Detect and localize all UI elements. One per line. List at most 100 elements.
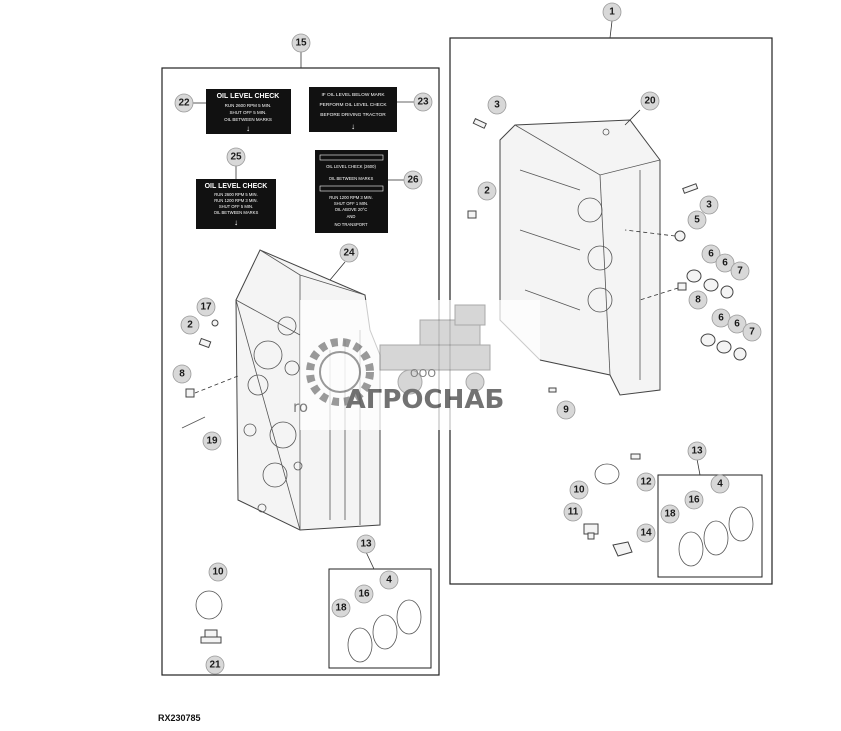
svg-text:RUN 2600 RPM 5 MIN.: RUN 2600 RPM 5 MIN.	[214, 192, 258, 197]
callout-8-right[interactable]: 8	[688, 290, 708, 310]
svg-text:↓: ↓	[351, 122, 355, 131]
svg-text:10: 10	[212, 567, 224, 578]
svg-text:6: 6	[722, 258, 728, 269]
callout-13-left[interactable]: 13	[356, 534, 376, 554]
part-3-right	[682, 183, 699, 194]
callout-20[interactable]: 20	[640, 91, 660, 111]
svg-text:SHUT OFF 1 MIN.: SHUT OFF 1 MIN.	[334, 201, 368, 206]
part-11	[583, 523, 599, 540]
svg-text:23: 23	[417, 97, 429, 108]
svg-text:12: 12	[640, 477, 652, 488]
svg-text:SHUT OFF 5 MIN.: SHUT OFF 5 MIN.	[219, 204, 253, 209]
callout-10-left[interactable]: 10	[208, 562, 228, 582]
svg-text:10: 10	[573, 485, 585, 496]
part-21	[200, 629, 222, 644]
callout-19[interactable]: 19	[202, 431, 222, 451]
part-14	[612, 541, 633, 557]
callout-6-d[interactable]: 6	[727, 314, 747, 334]
svg-text:OIL BETWEEN MARKS: OIL BETWEEN MARKS	[224, 117, 272, 122]
callout-14[interactable]: 14	[636, 523, 656, 543]
callout-18-right[interactable]: 18	[660, 504, 680, 524]
decal-23: IF OIL LEVEL BELOW MARK PERFORM OIL LEVE…	[309, 87, 397, 132]
kit-13-left-frame	[328, 568, 432, 669]
gaskets-right	[678, 506, 754, 567]
bushings-upper	[686, 269, 734, 299]
part-2-left	[198, 337, 212, 349]
callout-16-left[interactable]: 16	[354, 584, 374, 604]
part-9	[548, 387, 557, 393]
svg-text:OIL BETWEEN MARKS: OIL BETWEEN MARKS	[329, 176, 374, 181]
callout-2-right[interactable]: 2	[477, 181, 497, 201]
svg-text:ro: ro	[293, 398, 308, 416]
callout-26[interactable]: 26	[403, 170, 423, 190]
callout-6-b[interactable]: 6	[715, 253, 735, 273]
part-8-right	[677, 282, 687, 291]
figure-reference: RX230785	[158, 713, 201, 723]
callout-4-right[interactable]: 4	[710, 474, 730, 494]
svg-text:14: 14	[640, 528, 652, 539]
svg-text:OIL LEVEL CHECK: OIL LEVEL CHECK	[205, 183, 268, 190]
svg-text:13: 13	[691, 446, 703, 457]
part-17	[211, 319, 219, 327]
callout-15[interactable]: 15	[291, 33, 311, 53]
decal-22: OIL LEVEL CHECK RUN 2600 RPM 5 MIN. SHUT…	[206, 89, 291, 134]
svg-text:SHUT OFF 5 MIN.: SHUT OFF 5 MIN.	[230, 110, 267, 115]
svg-text:24: 24	[343, 248, 355, 259]
svg-text:25: 25	[230, 152, 242, 163]
svg-text:3: 3	[494, 100, 500, 111]
svg-text:2: 2	[484, 186, 490, 197]
gaskets-left	[347, 599, 422, 663]
svg-text:16: 16	[358, 589, 370, 600]
callout-6-a[interactable]: 6	[701, 244, 721, 264]
svg-text:RUN 2600 RPM 5 MIN.: RUN 2600 RPM 5 MIN.	[225, 103, 272, 108]
part-19	[181, 416, 206, 429]
callout-3-right[interactable]: 3	[699, 195, 719, 215]
callout-5[interactable]: 5	[687, 210, 707, 230]
callout-1[interactable]: 1	[602, 2, 622, 22]
callout-23[interactable]: 23	[413, 92, 433, 112]
callout-6-c[interactable]: 6	[711, 308, 731, 328]
svg-text:18: 18	[664, 509, 676, 520]
svg-text:OIL BETWEEN MARKS: OIL BETWEEN MARKS	[214, 210, 259, 215]
svg-text:PERFORM OIL LEVEL CHECK: PERFORM OIL LEVEL CHECK	[319, 102, 387, 108]
callout-25[interactable]: 25	[226, 147, 246, 167]
part-12	[630, 453, 641, 460]
callout-4-left[interactable]: 4	[379, 570, 399, 590]
svg-text:↓: ↓	[246, 124, 250, 133]
callout-7-b[interactable]: 7	[742, 322, 762, 342]
svg-text:NO TRANSPORT: NO TRANSPORT	[334, 222, 368, 227]
callout-10-right[interactable]: 10	[569, 480, 589, 500]
svg-text:OIL ABOVE 20°C: OIL ABOVE 20°C	[335, 207, 367, 212]
part-10-left	[195, 590, 223, 620]
svg-text:16: 16	[688, 495, 700, 506]
callout-16-right[interactable]: 16	[684, 490, 704, 510]
svg-text:13: 13	[360, 539, 372, 550]
part-2-right	[467, 210, 477, 219]
callout-12[interactable]: 12	[636, 472, 656, 492]
svg-text:RUN 1200 RPM 3 MIN.: RUN 1200 RPM 3 MIN.	[329, 195, 373, 200]
svg-text:ООО: ООО	[410, 367, 436, 380]
callout-18-left[interactable]: 18	[331, 598, 351, 618]
svg-text:АГРОСНАБ: АГРОСНАБ	[346, 385, 505, 415]
callout-9[interactable]: 9	[556, 400, 576, 420]
harvester-icon	[379, 304, 491, 395]
callout-7-a[interactable]: 7	[730, 261, 750, 281]
svg-text:18: 18	[335, 603, 347, 614]
callout-17[interactable]: 17	[196, 297, 216, 317]
part-5	[674, 230, 686, 242]
svg-text:17: 17	[200, 302, 212, 313]
callout-8-left[interactable]: 8	[172, 364, 192, 384]
callout-21[interactable]: 21	[205, 655, 225, 675]
svg-text:4: 4	[717, 479, 723, 490]
decal-25: OIL LEVEL CHECK RUN 2600 RPM 5 MIN. RUN …	[196, 179, 276, 229]
svg-text:6: 6	[708, 249, 714, 260]
callout-22[interactable]: 22	[174, 93, 194, 113]
svg-text:22: 22	[178, 98, 190, 109]
callout-13-right[interactable]: 13	[687, 441, 707, 461]
callout-24[interactable]: 24	[339, 243, 359, 263]
callout-2-left[interactable]: 2	[180, 315, 200, 335]
svg-text:↓: ↓	[234, 218, 238, 227]
callout-11[interactable]: 11	[563, 502, 583, 522]
callout-3-top[interactable]: 3	[487, 95, 507, 115]
